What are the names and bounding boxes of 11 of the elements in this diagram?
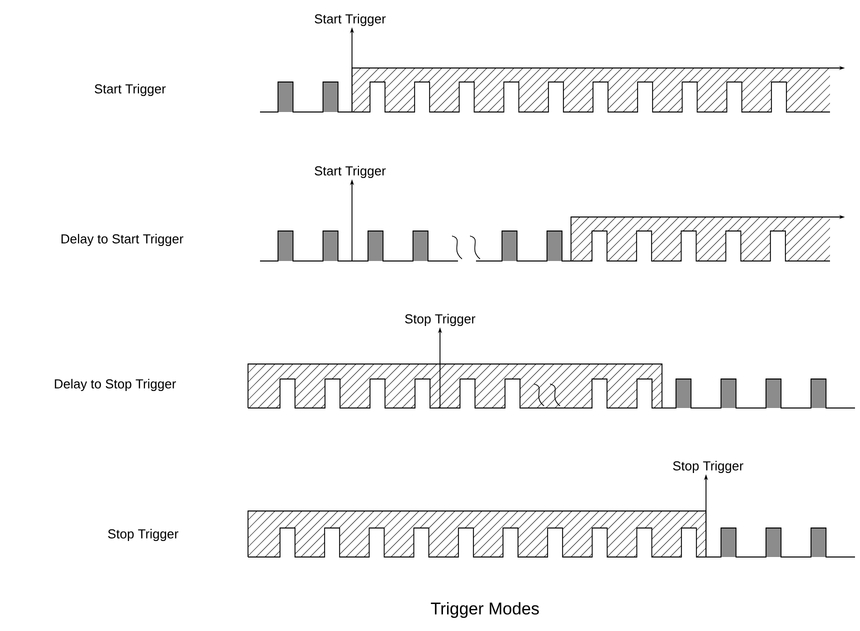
row-label: Stop Trigger	[108, 528, 178, 542]
row-label: Delay to Start Trigger	[62, 234, 184, 246]
trigger-label: Start Trigger	[314, 14, 386, 26]
row-label: Delay to Stop Trigger	[54, 378, 176, 392]
waveform-drawing	[248, 510, 856, 558]
trigger-label: Start Trigger	[314, 166, 386, 178]
trigger-label: Stop Trigger	[405, 314, 476, 326]
trigger-label: Stop Trigger	[673, 460, 744, 474]
caption: Trigger Modes	[430, 602, 539, 618]
waveform-drawing	[248, 364, 856, 408]
row-label: Start Trigger	[94, 84, 166, 96]
